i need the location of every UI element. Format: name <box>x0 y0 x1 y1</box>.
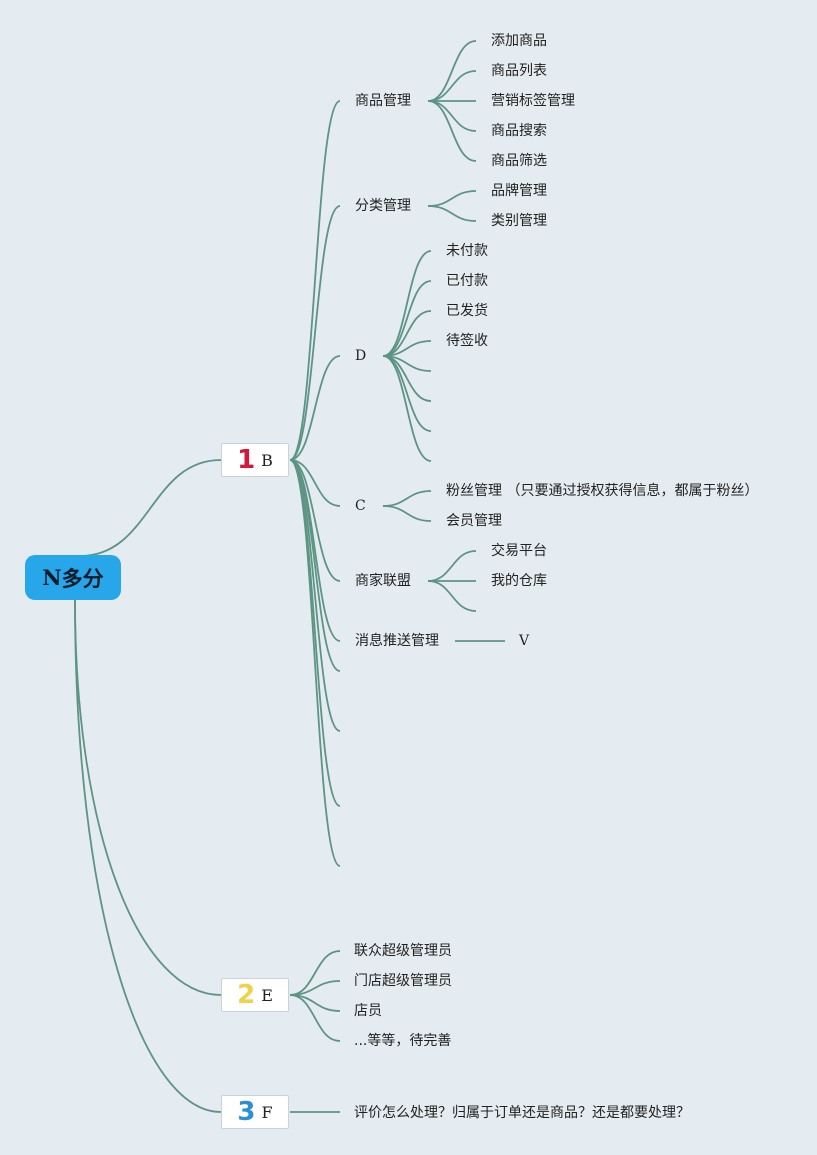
leaf-awaiting-receipt[interactable]: 待签收 <box>446 333 488 349</box>
branch-b-node[interactable]: 1 B <box>221 443 289 477</box>
leaf-brand-management[interactable]: 品牌管理 <box>491 183 547 199</box>
category-connector-0 <box>427 190 477 207</box>
b-child-connector-4 <box>289 459 341 582</box>
d-connector-7 <box>382 355 432 462</box>
leaf-store-super-admin[interactable]: 门店超级管理员 <box>354 973 452 989</box>
goods-connector-4 <box>427 100 477 162</box>
branch-e-node[interactable]: 2 E <box>221 978 289 1012</box>
c-connector-1 <box>382 505 432 522</box>
root-label: 多分 <box>61 566 104 591</box>
d-connector-6 <box>382 355 432 432</box>
category-connector-1 <box>427 205 477 222</box>
leaf-my-warehouse[interactable]: 我的仓库 <box>491 573 547 589</box>
leaf-super-admin[interactable]: 联众超级管理员 <box>354 943 452 959</box>
c-connector-0 <box>382 490 432 507</box>
branch-f-label: F <box>261 1102 273 1122</box>
leaf-v[interactable]: V <box>519 633 530 649</box>
branch-b-label: B <box>261 450 273 470</box>
branch-e-label: E <box>261 985 273 1005</box>
branch-f-node[interactable]: 3 F <box>221 1095 289 1129</box>
leaf-goods-filter[interactable]: 商品筛选 <box>491 153 547 169</box>
d-connector-1 <box>382 280 432 357</box>
b-child-connector-9 <box>289 459 341 867</box>
leaf-goods-list[interactable]: 商品列表 <box>491 63 547 79</box>
leaf-unpaid[interactable]: 未付款 <box>446 243 488 259</box>
b-child-connector-3 <box>289 459 341 507</box>
node-merchant-alliance[interactable]: 商家联盟 <box>355 573 411 589</box>
goods-connector-1 <box>427 70 477 102</box>
alliance-connector-0 <box>427 550 477 582</box>
leaf-member-management[interactable]: 会员管理 <box>446 513 502 529</box>
b-child-connector-2 <box>289 355 341 461</box>
leaf-fans-management[interactable]: 粉丝管理 （只要通过授权获得信息，都属于粉丝） <box>446 483 759 499</box>
goods-connector-3 <box>427 100 477 132</box>
root-prefix: N <box>42 565 62 590</box>
node-category-management[interactable]: 分类管理 <box>355 198 411 214</box>
leaf-type-management[interactable]: 类别管理 <box>491 213 547 229</box>
b-child-connector-7 <box>289 459 341 732</box>
root-to-f-connector <box>74 599 222 1113</box>
e-connector-3 <box>289 994 341 1042</box>
b-child-connector-6 <box>289 459 341 672</box>
alliance-connector-2 <box>427 580 477 612</box>
branch-number-1: 1 <box>237 445 256 475</box>
leaf-shipped[interactable]: 已发货 <box>446 303 488 319</box>
leaf-paid[interactable]: 已付款 <box>446 273 488 289</box>
branch-number-2: 2 <box>237 980 256 1010</box>
node-goods-management[interactable]: 商品管理 <box>355 93 411 109</box>
leaf-clerk[interactable]: 店员 <box>354 1003 382 1019</box>
b-child-connector-5 <box>289 459 341 642</box>
leaf-add-goods[interactable]: 添加商品 <box>491 33 547 49</box>
node-d[interactable]: D <box>355 348 367 364</box>
b-child-connector-1 <box>289 205 341 461</box>
d-connector-0 <box>382 250 432 357</box>
node-c[interactable]: C <box>355 498 366 514</box>
node-message-push[interactable]: 消息推送管理 <box>355 633 439 649</box>
leaf-marketing-tags[interactable]: 营销标签管理 <box>491 93 575 109</box>
goods-connector-0 <box>427 40 477 102</box>
root-to-e-connector <box>74 599 222 996</box>
branch-number-3: 3 <box>237 1097 256 1127</box>
leaf-review-question[interactable]: 评价怎么处理？归属于订单还是商品？还是都要处理？ <box>354 1105 690 1121</box>
leaf-goods-search[interactable]: 商品搜索 <box>491 123 547 139</box>
b-child-connector-0 <box>289 100 341 461</box>
leaf-trading-platform[interactable]: 交易平台 <box>491 543 547 559</box>
root-to-b-connector <box>79 459 222 557</box>
leaf-etc-to-improve[interactable]: ...等等，待完善 <box>354 1033 452 1049</box>
